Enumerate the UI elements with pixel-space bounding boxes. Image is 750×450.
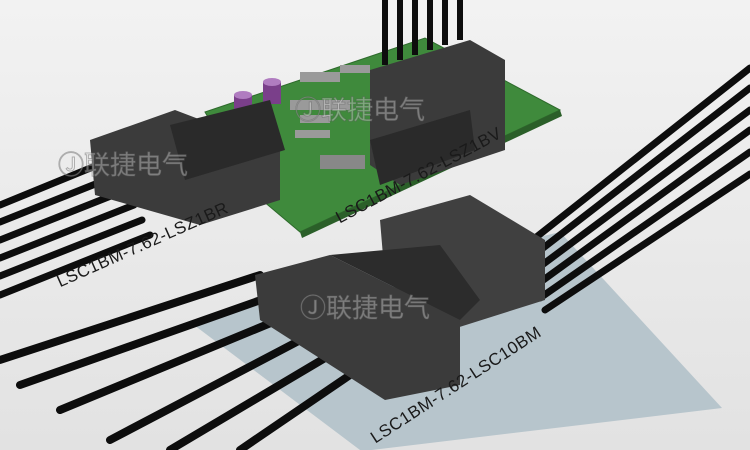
- cables-vertical: [382, 0, 463, 65]
- cables-right-angle: [0, 156, 154, 299]
- watermark-text: 联捷电气: [84, 151, 189, 182]
- watermark-logo: Ⓙ: [299, 294, 327, 325]
- cables-inline-left: [0, 271, 354, 450]
- connector-inline-plug: [255, 245, 480, 400]
- watermark-text: 联捷电气: [326, 294, 431, 325]
- connector-right-angle: [90, 100, 285, 225]
- watermark-text: 联捷电气: [321, 96, 426, 127]
- watermark-top: Ⓙ联捷电气: [294, 90, 426, 127]
- pcb-components: [290, 65, 370, 169]
- connector-vertical: [370, 40, 505, 185]
- watermark-left: Ⓙ联捷电气: [57, 145, 189, 182]
- cables-inline-right: [516, 64, 750, 314]
- watermark-logo: Ⓙ: [294, 96, 322, 127]
- watermark-logo: Ⓙ: [57, 151, 85, 182]
- watermark-bottom: Ⓙ联捷电气: [299, 288, 431, 325]
